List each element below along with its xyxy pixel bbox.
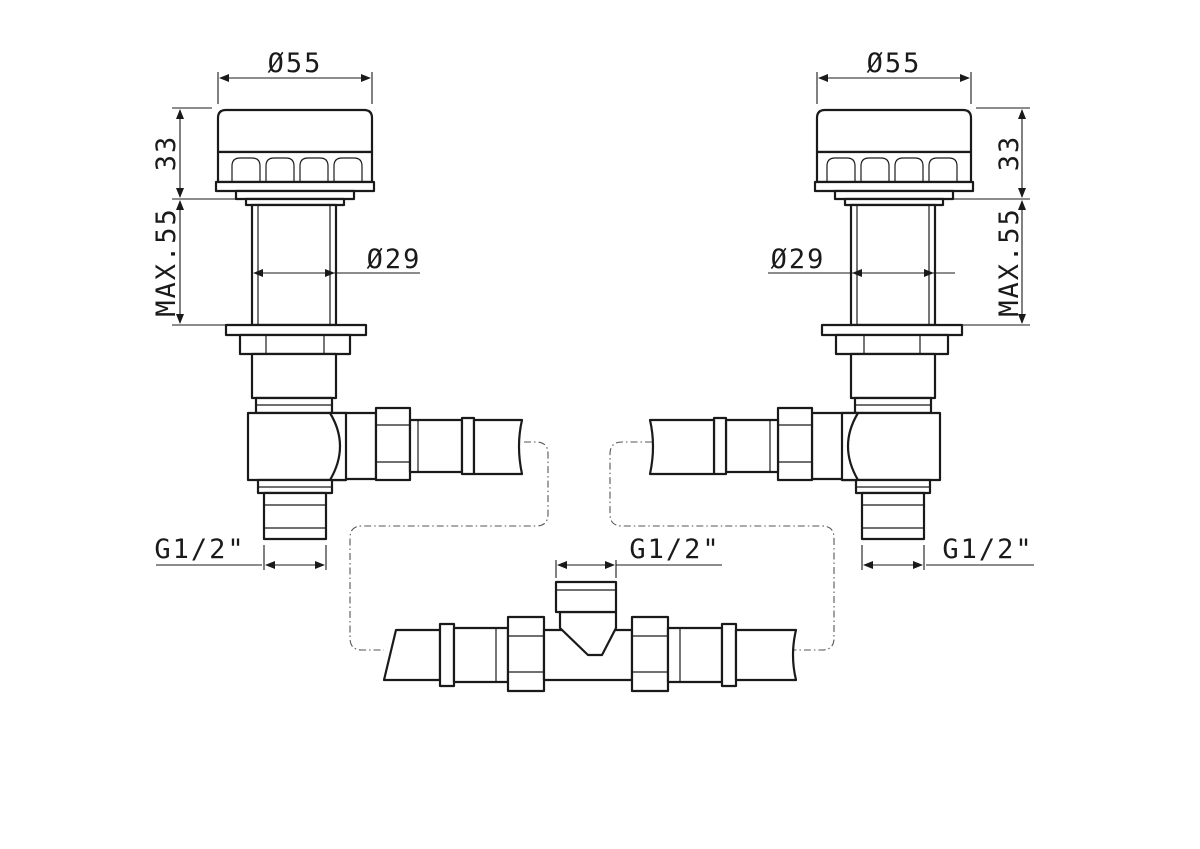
left-valve-lock-nut	[238, 333, 352, 356]
right-valve-cap	[813, 108, 975, 207]
left-cap-height-dimension: 33	[151, 107, 236, 200]
tee-outlet-thread-dimension: G1/2"	[555, 534, 722, 578]
right-outlet-thread-label: G1/2"	[942, 534, 1033, 565]
right-cap-height-label: 33	[994, 135, 1025, 172]
right-stem-length-label: MAX.55	[994, 207, 1025, 317]
tee-fitting: G1/2"	[382, 534, 798, 693]
right-stem-diameter-label: Ø29	[771, 244, 826, 275]
left-valve: Ø55 33 MAX.55 Ø29 G1/2"	[151, 48, 524, 570]
right-outlet-thread-dimension: G1/2"	[861, 534, 1034, 570]
tee-outlet-thread-label: G1/2"	[629, 534, 720, 565]
tee-right-nut	[630, 615, 670, 693]
right-cap-diameter-label: Ø55	[867, 48, 922, 79]
left-outlet-thread-dimension: G1/2"	[154, 534, 327, 570]
right-valve: Ø55 33 MAX.55 Ø29 G1/2"	[648, 48, 1034, 570]
left-valve-stem	[250, 203, 338, 327]
right-valve-side-connector	[648, 406, 844, 482]
left-valve-cap	[214, 108, 376, 207]
left-stem-length-dimension: MAX.55	[151, 200, 226, 326]
left-stem-diameter-label: Ø29	[367, 244, 422, 275]
right-stem-length-dimension: MAX.55	[962, 200, 1030, 326]
right-valve-stem	[849, 203, 937, 327]
left-valve-flange	[224, 323, 368, 337]
left-outlet-thread-label: G1/2"	[154, 534, 245, 565]
left-stem-diameter-dimension: Ø29	[253, 244, 422, 277]
tee-branch-outlet	[554, 580, 618, 614]
right-valve-flange	[820, 323, 964, 337]
right-hose-route	[609, 441, 835, 651]
left-cap-height-label: 33	[151, 135, 182, 172]
right-cap-diameter-dimension: Ø55	[816, 48, 972, 104]
left-cap-diameter-label: Ø55	[268, 48, 323, 79]
left-valve-body	[246, 352, 357, 541]
right-cap-height-dimension: 33	[952, 107, 1030, 200]
left-cap-diameter-dimension: Ø55	[217, 48, 373, 104]
left-hose-route	[349, 441, 549, 651]
tee-left-pipe	[382, 628, 442, 682]
tee-left-nut	[506, 615, 546, 693]
left-valve-side-connector	[344, 406, 524, 482]
right-valve-body	[831, 352, 942, 541]
right-valve-lock-nut	[834, 333, 950, 356]
right-stem-diameter-dimension: Ø29	[768, 244, 955, 277]
tee-right-pipe	[734, 628, 798, 682]
left-stem-length-label: MAX.55	[151, 207, 182, 317]
